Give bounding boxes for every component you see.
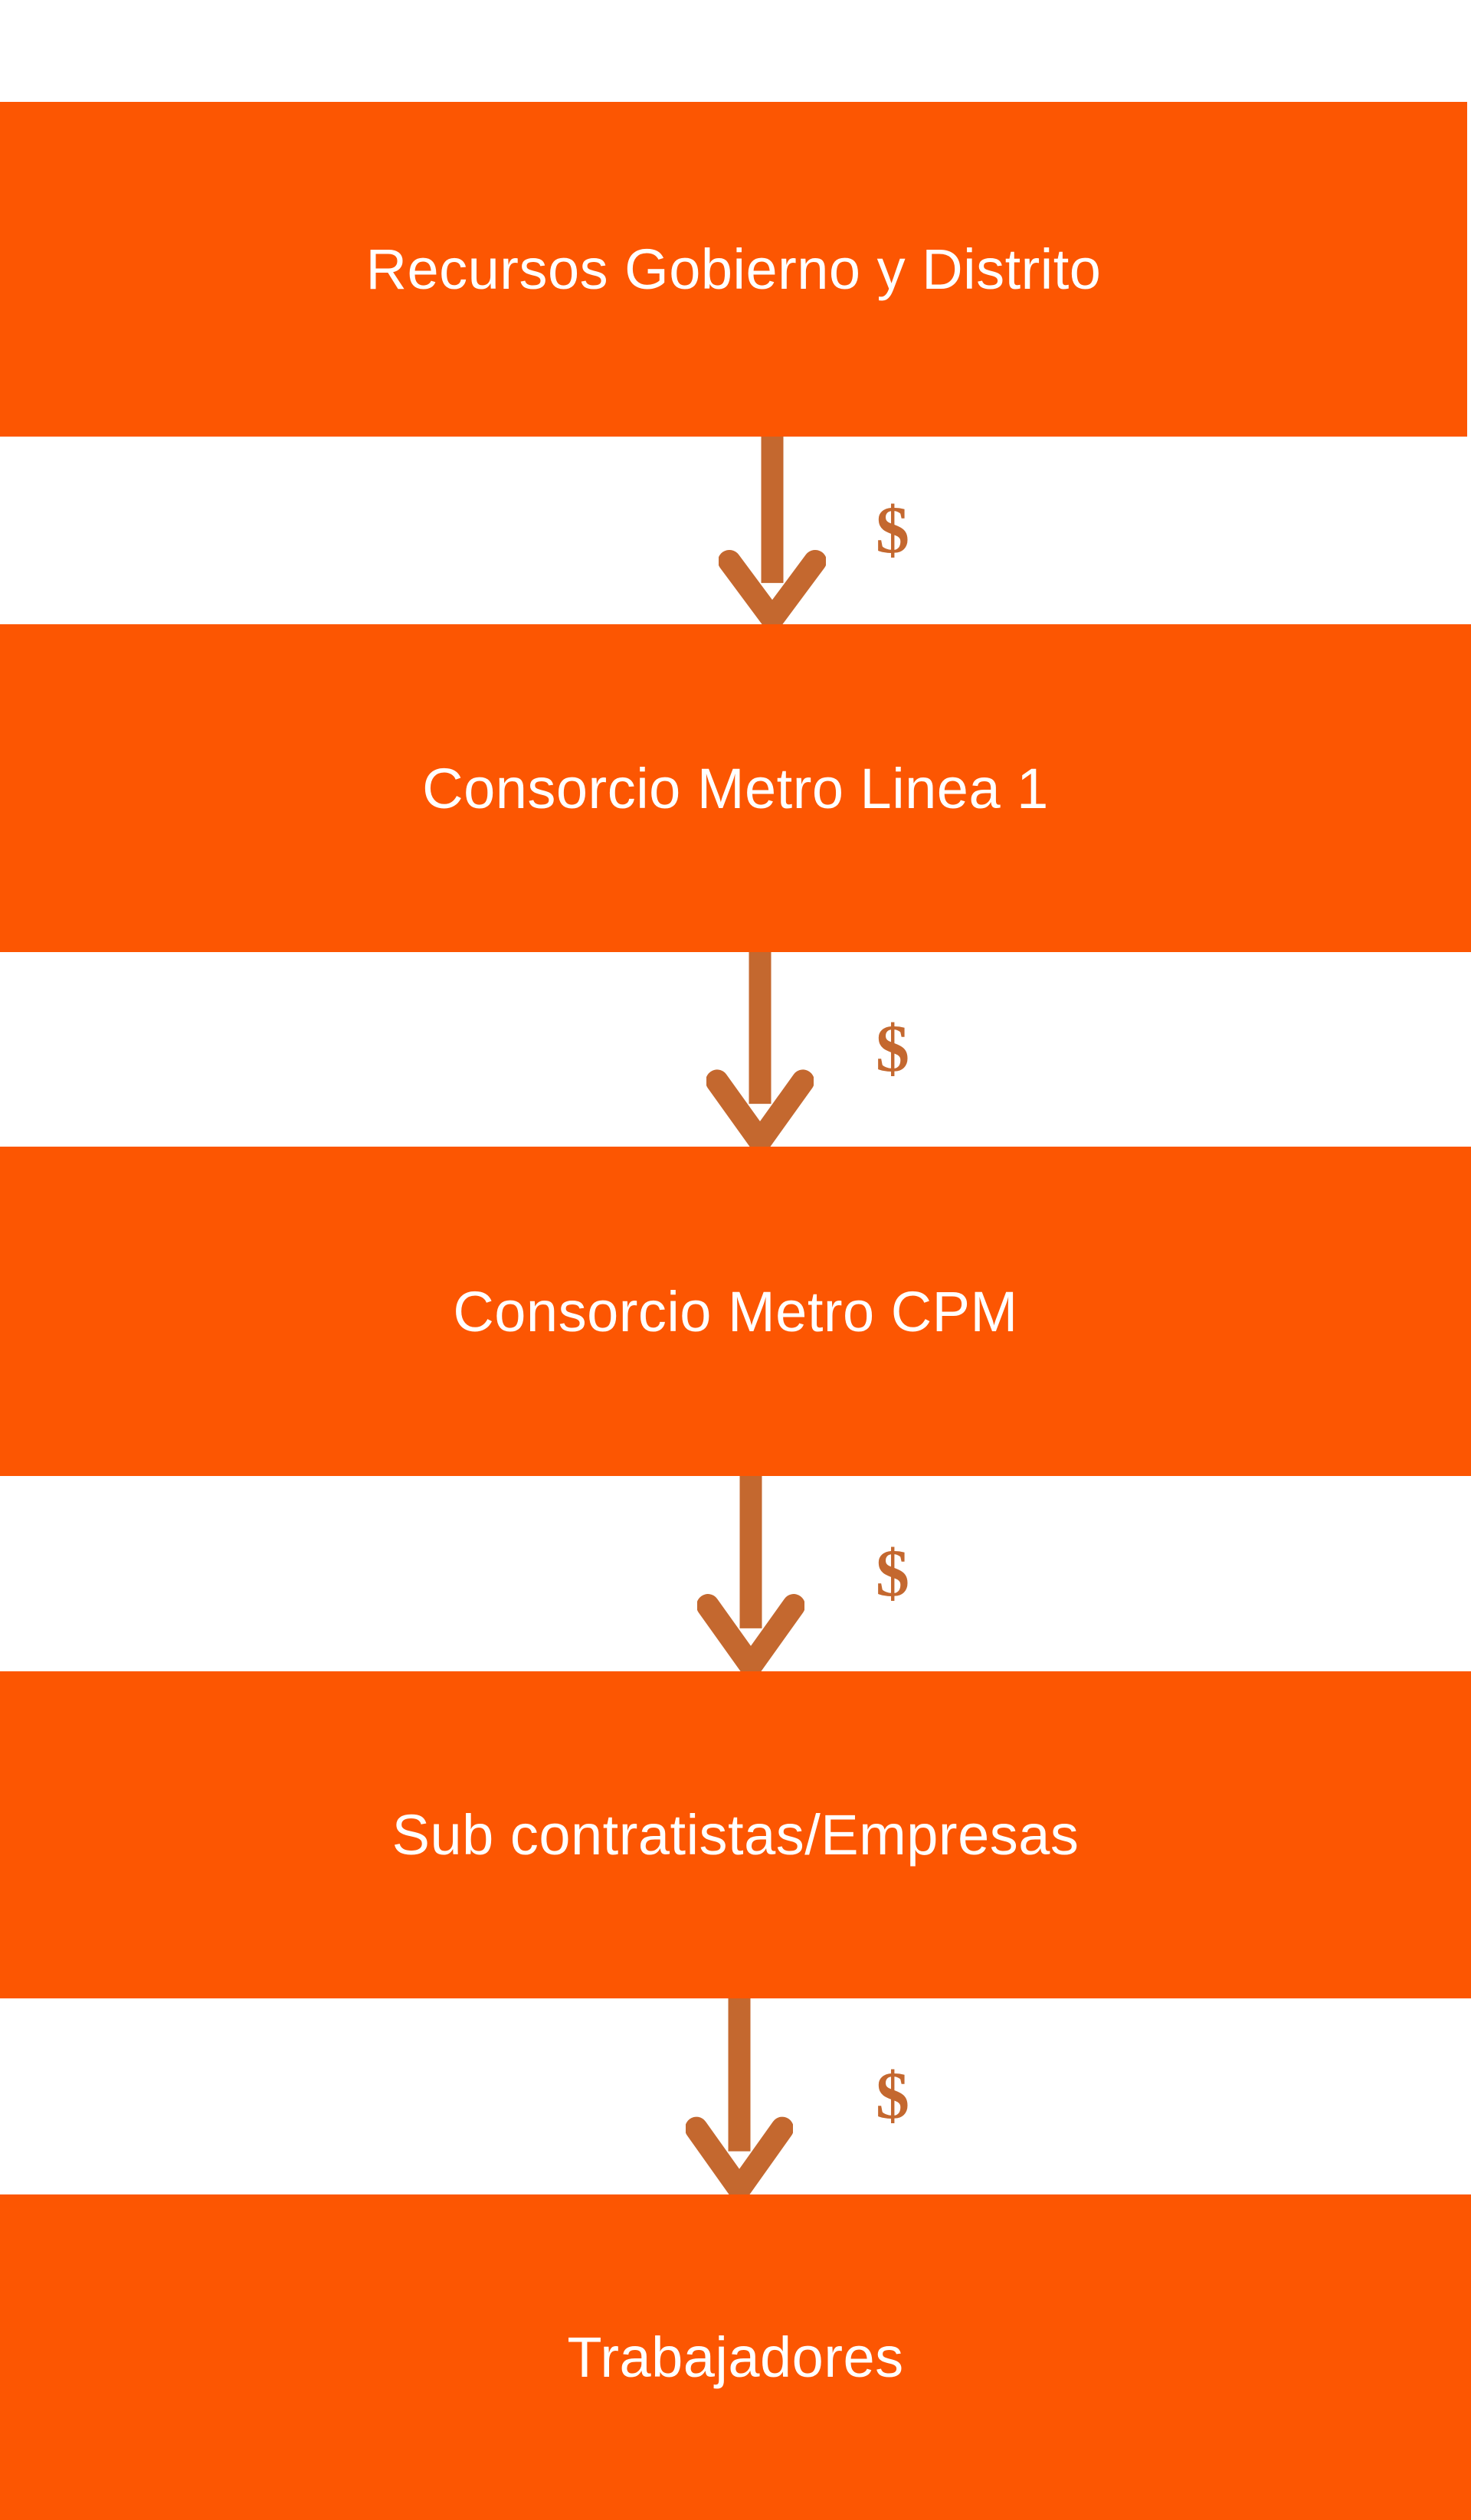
- flow-band-consorcio-metro-linea-1: Consorcio Metro Linea 1: [0, 624, 1471, 952]
- flow-connector-2: $: [0, 952, 1471, 1147]
- down-arrow-icon: [686, 1998, 793, 2194]
- down-arrow-icon: [706, 952, 814, 1147]
- flow-connector-3: $: [0, 1476, 1471, 1671]
- dollar-sign: $: [876, 2059, 909, 2133]
- flow-connector-1: $: [0, 437, 1471, 624]
- down-arrow-icon: [719, 437, 826, 624]
- flow-band-label: Sub contratistas/Empresas: [392, 1803, 1079, 1867]
- flow-band-label: Consorcio Metro CPM: [453, 1279, 1018, 1343]
- flow-connector-4: $: [0, 1998, 1471, 2194]
- flow-band-label: Recursos Gobierno y Distrito: [365, 237, 1102, 301]
- down-arrow-icon: [697, 1476, 804, 1671]
- dollar-sign: $: [876, 1012, 909, 1086]
- dollar-sign: $: [876, 493, 909, 568]
- flow-band-recursos-gobierno-y-distrito: Recursos Gobierno y Distrito: [0, 102, 1467, 437]
- flow-band-trabajadores: Trabajadores: [0, 2194, 1471, 2520]
- dollar-sign: $: [876, 1536, 909, 1611]
- flow-band-label: Trabajadores: [567, 2325, 904, 2389]
- flow-band-label: Consorcio Metro Linea 1: [422, 756, 1049, 820]
- flow-band-consorcio-metro-cpm: Consorcio Metro CPM: [0, 1147, 1471, 1476]
- flow-band-sub-contratistas-empresas: Sub contratistas/Empresas: [0, 1671, 1471, 1998]
